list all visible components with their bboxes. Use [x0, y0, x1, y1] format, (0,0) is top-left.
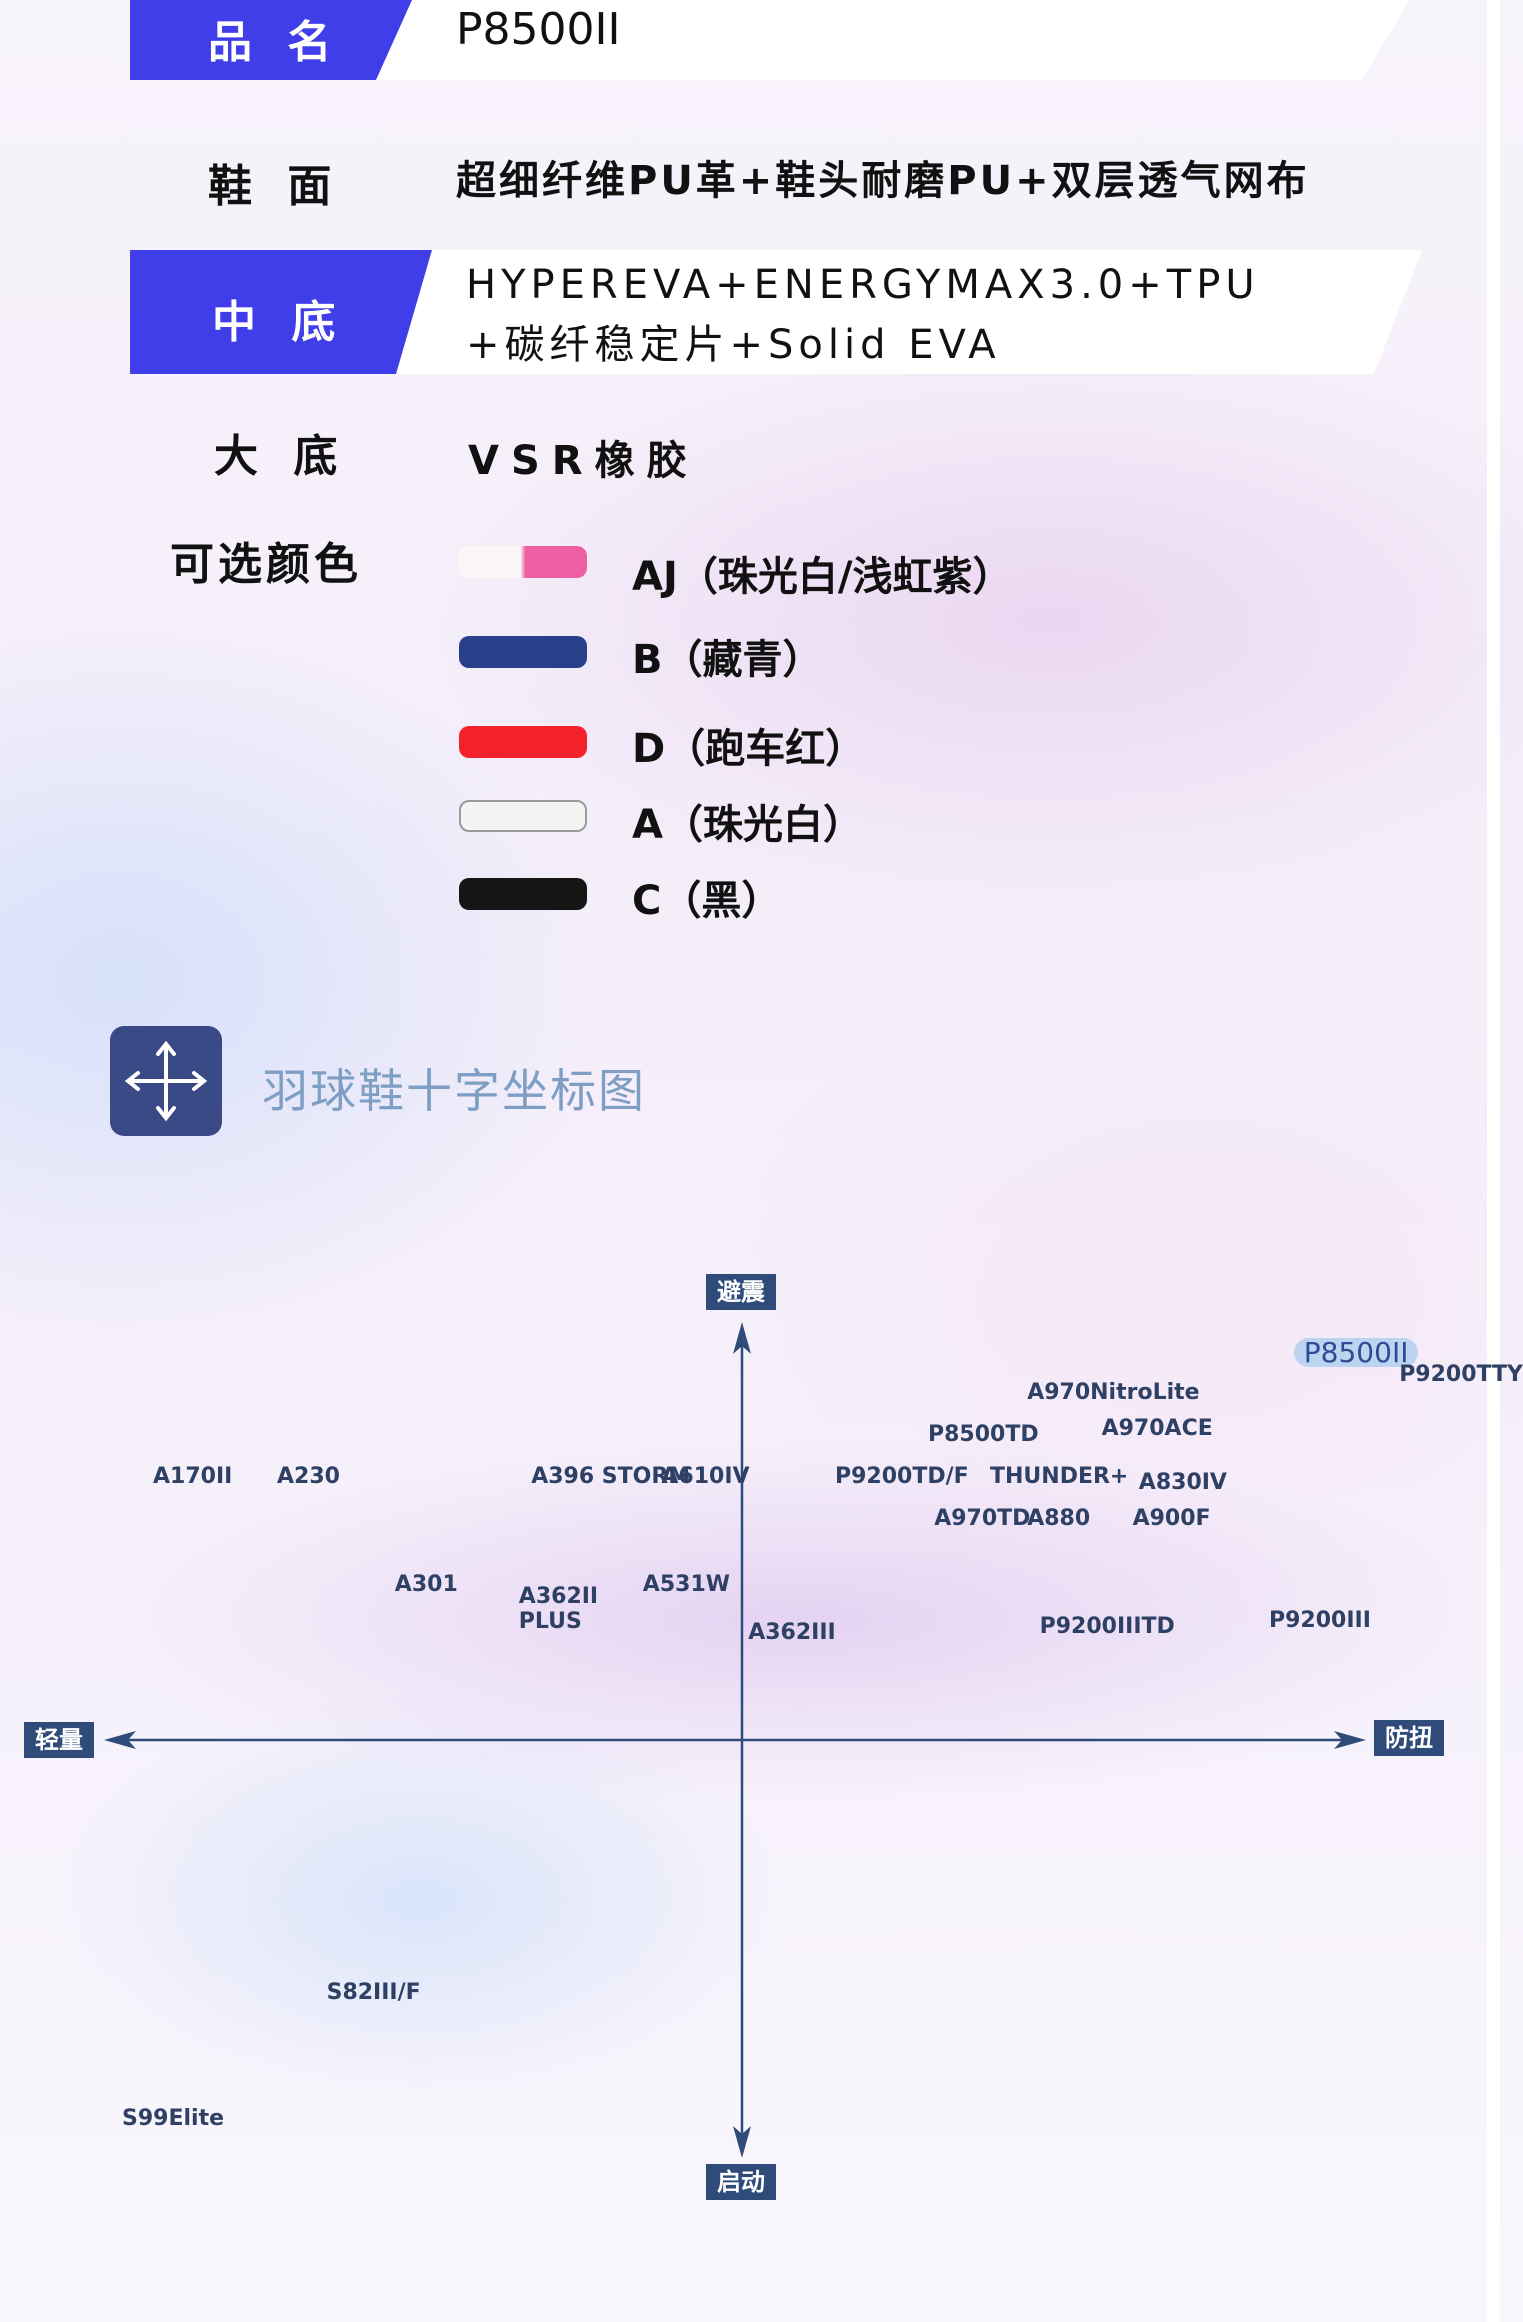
axis-label-left: 轻量	[24, 1722, 94, 1758]
color-swatch-d	[459, 726, 587, 758]
midsole-value-line2: +碳纤稳定片+Solid EVA	[466, 322, 1001, 368]
chart-point-label: A301	[394, 1572, 458, 1597]
color-swatch-b	[459, 636, 587, 668]
chart-point-label: A880	[1027, 1506, 1091, 1531]
chart-point-label: A230	[277, 1464, 340, 1489]
arrow-left	[104, 1731, 136, 1749]
color-name-a: A（珠光白）	[632, 802, 863, 848]
upper-value: 超细纤维PU革+鞋头耐磨PU+双层透气网布	[456, 158, 1310, 204]
chart-point-label: THUNDER+	[990, 1464, 1129, 1489]
chart-point-label: P9200III	[1269, 1608, 1371, 1633]
color-name-b: B（藏青）	[632, 637, 823, 683]
chart-point-label: P9200IIITD	[1039, 1614, 1175, 1639]
arrow-right	[1334, 1731, 1366, 1749]
chart-point-label: A900F	[1132, 1506, 1211, 1531]
color-swatch-aj	[459, 546, 587, 578]
outsole-label: 大 底	[214, 431, 348, 482]
arrow-up	[733, 1322, 751, 1354]
axis-label-top: 避震	[706, 1274, 776, 1310]
chart-point-label: A610IV	[661, 1464, 750, 1489]
chart-point-label: A830IV	[1138, 1470, 1227, 1495]
chart-point-label: A362II PLUS	[518, 1584, 599, 1634]
color-name-aj: AJ（珠光白/浅虹紫）	[632, 554, 1013, 600]
chart-point-label: P9200TTY	[1399, 1362, 1523, 1387]
chart-point-label: A970TD	[934, 1506, 1031, 1531]
right-edge-strip	[1487, 0, 1500, 2322]
chart-point-label: A170II	[153, 1464, 233, 1489]
axis-label-bottom: 启动	[706, 2164, 776, 2200]
chart-point-label: P8500TD	[928, 1422, 1039, 1447]
name-value: P8500II	[456, 4, 621, 55]
midsole-label-tab	[130, 250, 432, 374]
colors-label: 可选颜色	[170, 539, 362, 590]
arrow-down	[733, 2126, 751, 2158]
midsole-value-line1: HYPEREVA+ENERGYMAX3.0+TPU	[466, 262, 1260, 308]
color-name-d: D（跑车红）	[632, 726, 866, 772]
four-way-arrows-icon	[110, 1026, 222, 1136]
chart-point-label: A970NitroLite	[1027, 1380, 1200, 1405]
axis-label-right: 防扭	[1374, 1720, 1444, 1756]
upper-label: 鞋 面	[208, 161, 342, 212]
chart-point-label: A396 STORM	[531, 1464, 691, 1489]
chart-point-label: A362III	[748, 1620, 836, 1645]
chart-point-label: S82III/F	[326, 1980, 421, 2005]
chart-point-label: A970ACE	[1101, 1416, 1213, 1441]
color-swatch-a	[459, 800, 587, 832]
chart-point-label: P9200TD/F	[835, 1464, 969, 1489]
outsole-value: VSR橡胶	[468, 438, 699, 484]
name-label-tab	[130, 0, 412, 80]
name-label: 品 名	[208, 17, 342, 68]
midsole-label: 中 底	[212, 297, 346, 348]
color-swatch-c	[459, 878, 587, 910]
chart-point-label: A531W	[642, 1572, 731, 1597]
color-name-c: C（黑）	[632, 878, 782, 924]
section-title: 羽球鞋十字坐标图	[262, 1064, 646, 1118]
chart-point-label: S99Elite	[122, 2106, 225, 2131]
chart-point-label: P8500II	[1293, 1338, 1419, 1367]
